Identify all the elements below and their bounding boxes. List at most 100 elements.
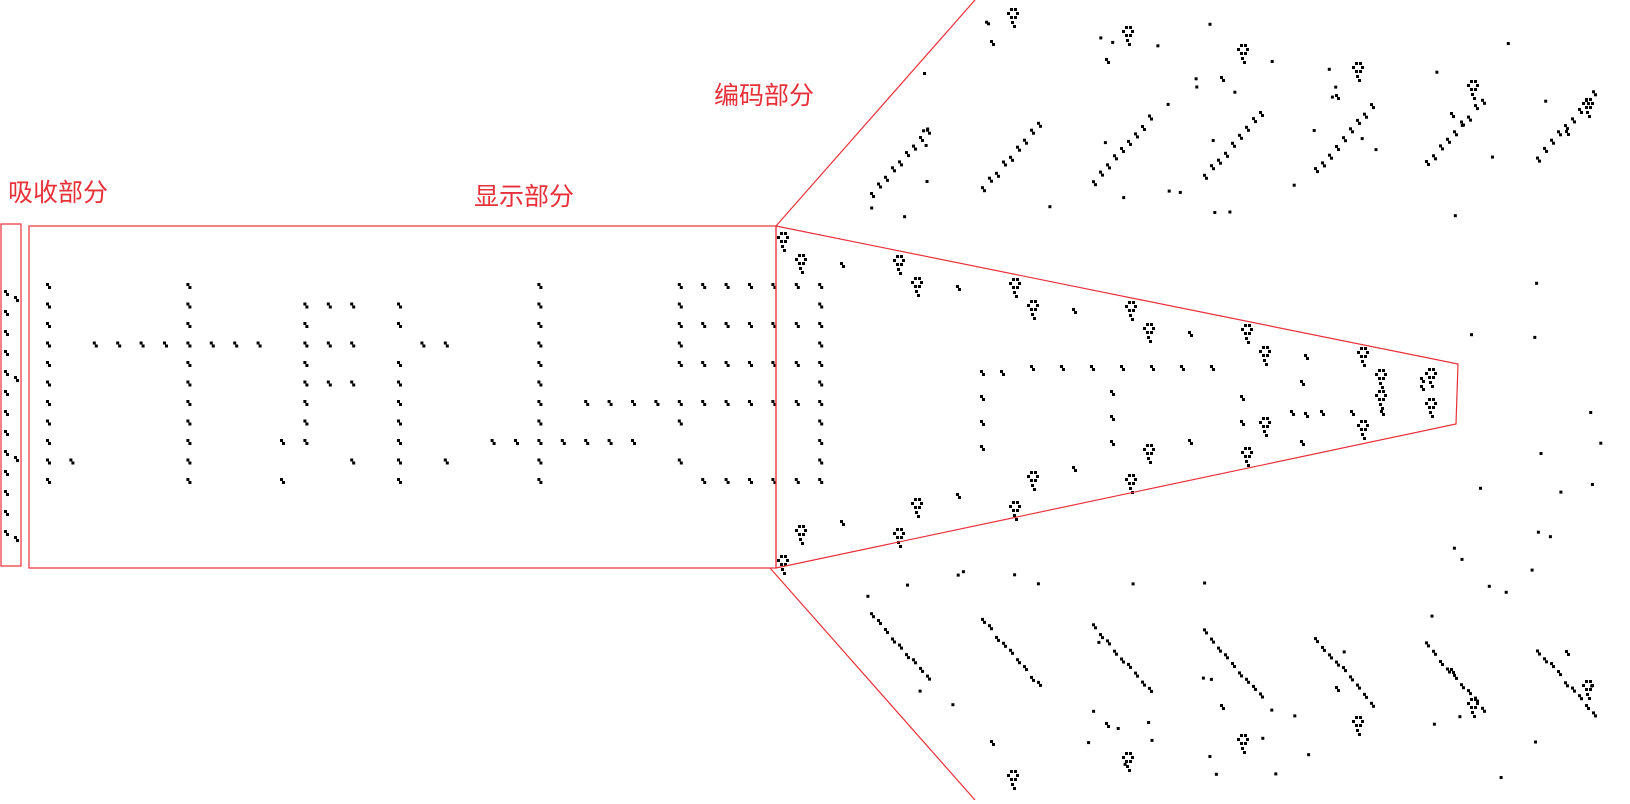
live-cell <box>1356 118 1359 122</box>
live-cell <box>802 262 805 265</box>
live-cell <box>1372 106 1375 110</box>
live-cell <box>898 643 901 647</box>
live-cell <box>631 400 634 403</box>
live-cell <box>1062 368 1065 371</box>
live-cell <box>1245 125 1248 129</box>
live-cell <box>1247 128 1250 132</box>
live-cell <box>1355 716 1358 719</box>
live-cell <box>584 439 588 442</box>
live-cell <box>1237 48 1240 51</box>
live-cell <box>1131 756 1134 759</box>
live-cell <box>900 255 903 258</box>
live-cell <box>188 481 192 484</box>
live-cell <box>1382 369 1385 372</box>
live-cell <box>796 286 800 289</box>
live-cell <box>48 442 51 445</box>
live-cell <box>773 481 777 484</box>
live-cell <box>1116 727 1120 730</box>
live-cell <box>4 450 7 453</box>
live-cell <box>1127 662 1130 666</box>
live-cell <box>786 236 789 239</box>
live-cell <box>870 206 874 210</box>
live-cell <box>726 325 730 328</box>
live-cell <box>1241 451 1244 454</box>
live-cell <box>560 439 564 442</box>
live-cell <box>893 169 896 173</box>
live-cell <box>1328 653 1331 657</box>
live-cell <box>1147 336 1150 339</box>
live-cell <box>906 583 909 587</box>
live-cell <box>783 249 786 252</box>
live-cell <box>303 439 307 442</box>
live-cell <box>951 703 955 707</box>
live-cell <box>1122 30 1125 33</box>
live-cell <box>1134 132 1137 136</box>
live-cell <box>1580 697 1583 701</box>
live-cell <box>1004 163 1007 167</box>
live-cell <box>305 325 309 328</box>
live-cell <box>1092 623 1095 627</box>
live-cell <box>918 277 921 280</box>
live-cell <box>1425 372 1428 375</box>
live-cell <box>701 322 705 325</box>
live-cell <box>701 400 705 403</box>
live-cell <box>584 400 588 403</box>
live-cell <box>925 180 929 183</box>
live-cell <box>305 383 309 387</box>
live-cell <box>539 286 543 289</box>
live-cell <box>303 400 307 403</box>
live-cell <box>1420 385 1423 388</box>
live-cell <box>987 22 990 26</box>
live-cell <box>1434 157 1437 161</box>
live-cell <box>896 528 899 531</box>
live-cell <box>1268 350 1271 353</box>
live-cell <box>46 439 49 442</box>
live-cell <box>1349 127 1352 131</box>
live-cell <box>654 400 658 403</box>
live-cell <box>1364 428 1367 431</box>
live-cell <box>679 403 683 406</box>
live-cell <box>914 285 917 288</box>
live-cell <box>1254 120 1257 124</box>
live-cell <box>1254 687 1257 691</box>
live-cell <box>1592 711 1595 715</box>
live-cell <box>1150 117 1153 121</box>
live-cell <box>1434 372 1437 375</box>
live-cell <box>1422 380 1425 383</box>
live-cell <box>990 740 993 743</box>
live-cell <box>1261 695 1264 699</box>
live-cell <box>1014 8 1017 11</box>
live-cell <box>1342 666 1345 670</box>
live-cell <box>801 271 804 274</box>
live-cell <box>1261 736 1265 740</box>
live-cell <box>1363 112 1366 116</box>
live-cell <box>677 419 681 423</box>
live-cell <box>1382 413 1385 416</box>
live-cell <box>1337 689 1340 692</box>
live-cell <box>14 456 17 459</box>
live-cell <box>1034 300 1037 303</box>
live-cell <box>1357 424 1360 427</box>
live-cell <box>997 638 1000 642</box>
live-cell <box>139 341 143 345</box>
live-cell <box>1208 22 1212 26</box>
live-cell <box>1099 36 1103 40</box>
live-cell <box>1372 704 1375 708</box>
live-cell <box>1566 684 1569 688</box>
live-cell <box>982 423 985 426</box>
live-cell <box>1190 334 1193 337</box>
live-cell <box>1120 147 1123 150</box>
live-cell <box>4 510 7 513</box>
live-cell <box>771 478 775 481</box>
live-cell <box>1010 8 1013 11</box>
live-cell <box>1571 686 1574 690</box>
live-cell <box>907 656 910 660</box>
live-cell <box>1009 155 1012 159</box>
live-cell <box>1586 693 1589 696</box>
live-cell <box>1265 434 1268 437</box>
live-cell <box>186 419 190 423</box>
live-cell <box>1446 137 1449 141</box>
live-cell <box>980 370 983 373</box>
live-cell <box>1428 376 1431 379</box>
live-cell <box>1010 778 1013 781</box>
